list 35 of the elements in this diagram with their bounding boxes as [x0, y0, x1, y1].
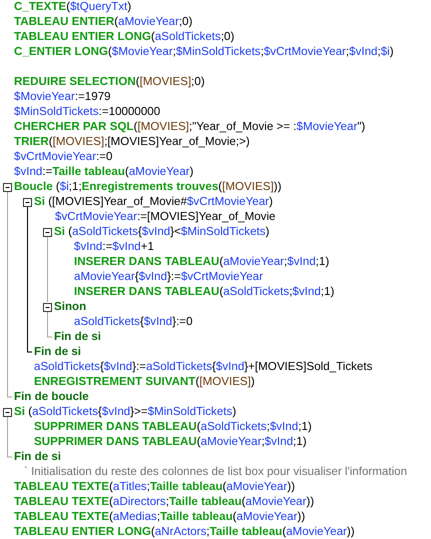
- code-line: $vInd:=Taille tableau(aMovieYear): [14, 165, 194, 179]
- code-line: aSoldTickets{$vInd}:=aSoldTickets{$vInd}+[MOVIES]Sold_Tickets: [34, 360, 372, 374]
- code-line: aSoldTickets{$vInd}:=0: [74, 315, 193, 329]
- code-line: SUPPRIMER DANS TABLEAU(aMovieYear;$vInd;1): [34, 435, 307, 449]
- code-line: Fin de si: [14, 450, 62, 464]
- code-line: Fin de si: [54, 330, 102, 344]
- code-line: TABLEAU ENTIER LONG(aNrActors;Taille tableau(aMovieYear)): [14, 525, 355, 539]
- code-line: $vCrtMovieYear:=[MOVIES]Year_of_Movie: [55, 210, 276, 224]
- code-line: Fin de boucle: [14, 390, 89, 404]
- code-line: TABLEAU TEXTE(aTitles;Taille tableau(aMovieYear)): [14, 480, 295, 494]
- code-line: aMovieYear{$vInd}:=$vCrtMovieYear: [74, 270, 263, 284]
- code-line: CHERCHER PAR SQL([MOVIES];"Year_of_Movie >= :$MovieYear"): [14, 120, 366, 134]
- code-line: SUPPRIMER DANS TABLEAU(aSoldTickets;$vInd;1): [34, 420, 312, 434]
- code-line: $MovieYear:=1979: [14, 90, 111, 104]
- code-line: $MinSoldTickets:=10000000: [14, 105, 160, 119]
- code-line: $vInd:=$vInd+1: [74, 240, 154, 254]
- code-line: C_ENTIER LONG($MovieYear;$MinSoldTickets;$vCrtMovieYear;$vInd;$i): [14, 45, 394, 59]
- code-line: TABLEAU TEXTE(aMedias;Taille tableau(aMovieYear)): [14, 510, 306, 524]
- code-line: INSERER DANS TABLEAU(aSoldTickets;$vInd;1): [74, 285, 334, 299]
- code-comment: ` Initialisation du reste des colonnes de list box pour visualiser l'information: [24, 465, 408, 479]
- code-line: TABLEAU ENTIER LONG(aSoldTickets;0): [14, 30, 234, 44]
- code-line: INSERER DANS TABLEAU(aMovieYear;$vInd;1): [74, 255, 330, 269]
- code-line: Boucle ($i;1;Enregistrements trouves([MOVIES])): [14, 180, 282, 194]
- code-line: REDUIRE SELECTION([MOVIES];0): [14, 75, 205, 89]
- code-line: C_TEXTE($tQueryTxt): [14, 0, 132, 14]
- code-line: Si (aSoldTickets{$vInd}>=$MinSoldTickets): [14, 405, 236, 419]
- code-line: TRIER([MOVIES];[MOVIES]Year_of_Movie;>): [14, 135, 250, 149]
- code-line: Fin de si: [34, 345, 82, 359]
- code-line: TABLEAU ENTIER(aMovieYear;0): [14, 15, 192, 29]
- code-line: TABLEAU TEXTE(aDirectors;Taille tableau(aMovieYear)): [14, 495, 314, 509]
- code-line: ENREGISTREMENT SUIVANT([MOVIES]): [34, 375, 255, 389]
- code-line: $vCrtMovieYear:=0: [14, 150, 113, 164]
- code-line: Si ([MOVIES]Year_of_Movie#$vCrtMovieYear): [34, 195, 273, 209]
- code-line: Si (aSoldTickets{$vInd}<$MinSoldTickets): [54, 225, 270, 239]
- code-line: Sinon: [54, 300, 86, 314]
